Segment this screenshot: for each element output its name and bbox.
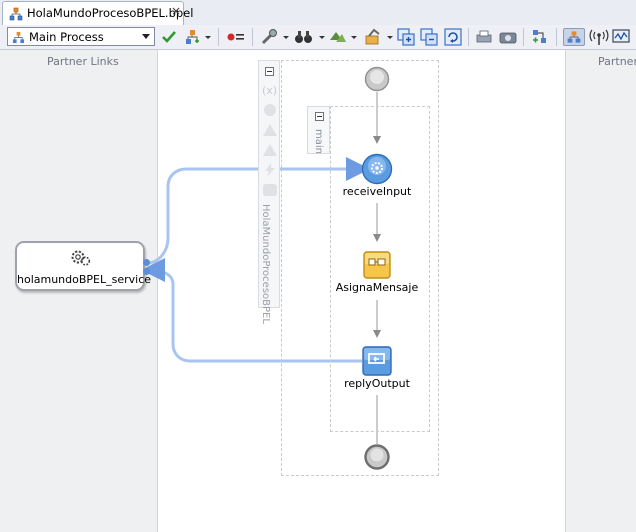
monitor-icon[interactable]: [612, 28, 630, 46]
activity-label: replyOutput: [344, 377, 410, 390]
tools-icon: [365, 28, 380, 45]
expand-icon[interactable]: [397, 28, 415, 46]
process-canvas[interactable]: [158, 50, 565, 532]
assign-activity[interactable]: [363, 251, 391, 279]
collapse-icon[interactable]: [420, 28, 438, 46]
correlation-icon[interactable]: [262, 103, 278, 117]
reply-link: [141, 258, 362, 363]
process-selector[interactable]: Main Process: [7, 27, 155, 46]
process-tree-icon: [12, 31, 25, 44]
partner-link-service[interactable]: holamundoBPEL_service: [15, 241, 152, 291]
panel-title: Partner: [598, 55, 636, 68]
print-icon[interactable]: [475, 28, 493, 46]
service-gear-icon: [71, 250, 91, 266]
start-node[interactable]: [364, 66, 390, 92]
tab-title: HolaMundoProcesoBPEL.bpel: [27, 6, 194, 20]
layout-icon: [330, 32, 346, 42]
link-icon[interactable]: [531, 28, 549, 46]
partner-link-dropdown[interactable]: [184, 28, 211, 46]
tools-dropdown[interactable]: [364, 28, 393, 46]
toolbar-separator: [556, 28, 557, 46]
editor-tab[interactable]: HolaMundoProcesoBPEL.bpel ×: [2, 1, 193, 25]
close-icon[interactable]: ×: [171, 4, 182, 18]
scope-tag: main: [307, 106, 330, 154]
toolbar-separator: [523, 28, 524, 46]
layout-dropdown[interactable]: [328, 28, 357, 46]
receive-activity[interactable]: [361, 153, 393, 185]
partner-links-panel: Partner Links: [0, 50, 158, 532]
wrench-icon: [261, 29, 277, 45]
activity-label: AsignaMensaje: [335, 281, 419, 294]
collapse-process-icon[interactable]: [265, 67, 274, 76]
variables-icon[interactable]: (x): [262, 83, 278, 97]
process-selector-value: Main Process: [29, 30, 104, 44]
wireless-icon[interactable]: [589, 28, 609, 46]
process-name: HolaMundoProcesoBPEL: [260, 204, 271, 324]
partner-links-panel-right: Partner: [565, 50, 636, 532]
service-name: holamundoBPEL_service: [17, 273, 152, 286]
camera-icon[interactable]: [499, 28, 517, 46]
breakpoint-icon[interactable]: [226, 28, 246, 46]
process-side-toolbar: (x) HolaMundoProcesoBPEL: [258, 60, 280, 324]
bpel-process-icon: [9, 7, 23, 21]
activity-label: receiveInput: [342, 185, 412, 198]
scope-container[interactable]: [330, 106, 430, 432]
refresh-icon[interactable]: [444, 28, 462, 46]
toolbar-separator: [252, 28, 253, 46]
lightning-icon[interactable]: [262, 163, 278, 177]
validate-check-icon[interactable]: [161, 28, 177, 46]
collapse-scope-icon[interactable]: [315, 112, 324, 121]
scope-name: main: [313, 129, 324, 154]
end-node[interactable]: [364, 444, 390, 470]
fault-handler-icon[interactable]: [262, 123, 278, 137]
chevron-down-icon[interactable]: [142, 34, 150, 39]
wrench-dropdown[interactable]: [260, 28, 289, 46]
structure-view-icon[interactable]: [563, 28, 585, 46]
reply-activity[interactable]: [362, 346, 392, 376]
toolbar-separator: [218, 28, 219, 46]
event-handler-icon[interactable]: [262, 143, 278, 157]
binoculars-icon: [295, 31, 312, 43]
process-container[interactable]: [281, 60, 439, 476]
editor-tab-strip: HolaMundoProcesoBPEL.bpel ×: [0, 0, 636, 26]
binoculars-dropdown[interactable]: [294, 28, 325, 46]
compensation-icon[interactable]: [262, 183, 278, 197]
partner-link-port[interactable]: [143, 268, 150, 275]
designer-toolbar: Main Process: [0, 25, 636, 50]
svg-text:(x): (x): [262, 84, 277, 97]
partner-link-icon: [186, 30, 199, 44]
panel-title: Partner Links: [47, 55, 119, 68]
partner-link-port[interactable]: [143, 259, 150, 266]
toolbar-separator: [468, 28, 469, 46]
